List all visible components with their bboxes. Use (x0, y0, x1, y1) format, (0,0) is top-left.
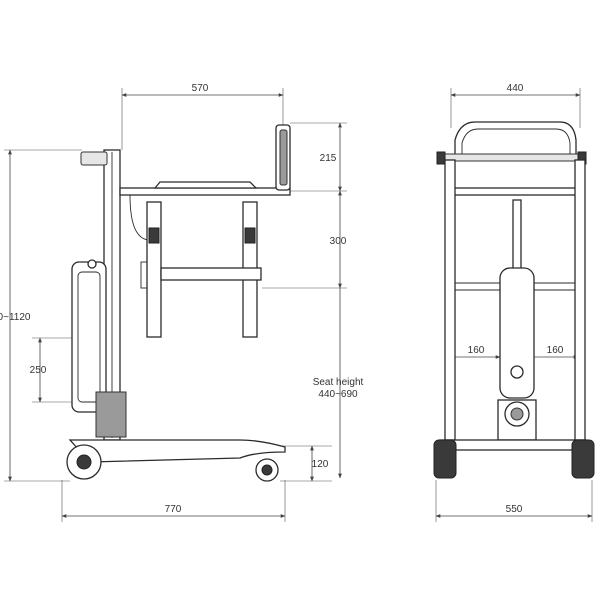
label-lower-height: 250 (30, 365, 47, 376)
label-base-height: 120 (312, 459, 329, 470)
dim-backrest-height: 215 (290, 122, 347, 192)
side-seat (119, 181, 291, 241)
front-view: 440 160 160 550 (433, 83, 595, 522)
front-actuator (497, 199, 537, 441)
front-base (433, 439, 595, 479)
side-view: 570 215 300 Seat height 440~690 120 (0, 83, 364, 522)
side-actuator-housing (71, 259, 127, 438)
label-front-left-inner: 160 (468, 345, 485, 356)
side-base (66, 439, 286, 482)
label-front-top-width: 440 (507, 83, 524, 94)
dim-base-height: 120 (280, 445, 332, 482)
dim-overall-length: 770 (61, 480, 286, 522)
label-seat-gap: 300 (330, 236, 347, 247)
side-straps (140, 201, 262, 338)
label-seat-height: Seat height (313, 377, 364, 388)
label-overall-length: 770 (165, 504, 182, 515)
label-overall-height: 0~1120 (0, 312, 31, 323)
dim-front-left-inner: 160 (450, 345, 501, 359)
dim-side-top-width: 570 (121, 83, 284, 150)
dim-seat-height: Seat height 440~690 (313, 288, 364, 479)
dim-seat-gap: 300 (262, 190, 347, 289)
dim-overall-height: 0~1120 (0, 149, 82, 482)
dim-front-right-inner: 160 (529, 345, 579, 359)
label-seat-height-range: 440~690 (318, 389, 358, 400)
dim-front-top-width: 440 (450, 83, 581, 128)
label-backrest-height: 215 (320, 153, 337, 164)
label-side-top-width: 570 (192, 83, 209, 94)
side-backrest (275, 124, 291, 191)
front-backrest (436, 121, 587, 196)
dim-front-overall-width: 550 (435, 480, 593, 522)
label-front-right-inner: 160 (547, 345, 564, 356)
label-front-overall-width: 550 (506, 504, 523, 515)
